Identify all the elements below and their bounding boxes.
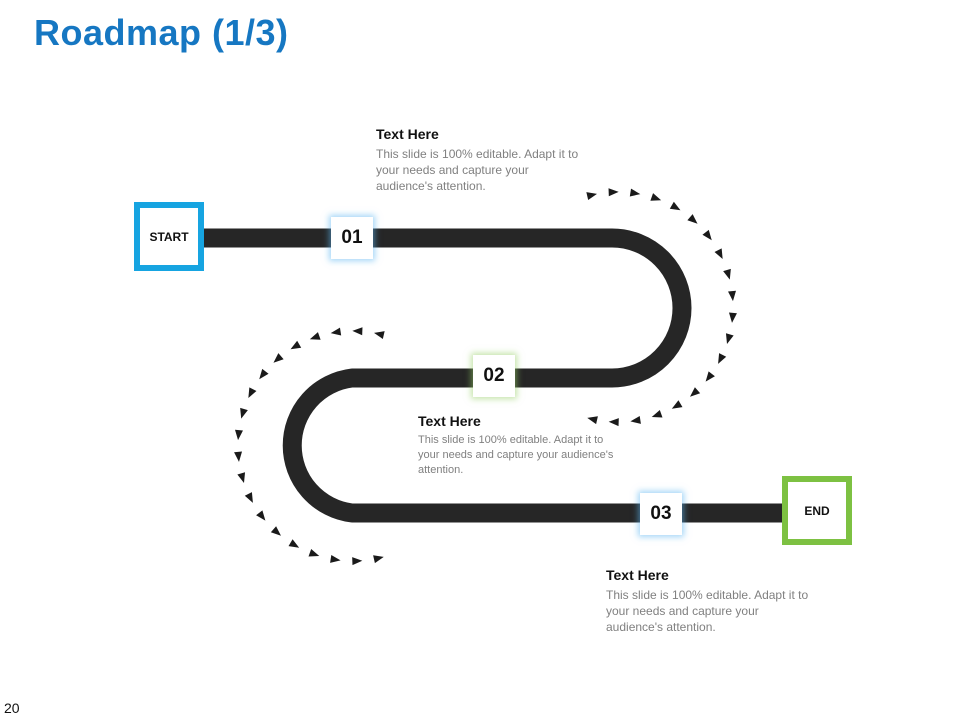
direction-arrow-icon bbox=[687, 214, 698, 224]
page-number: 20 bbox=[4, 700, 20, 716]
direction-arrow-icon bbox=[259, 368, 269, 380]
milestone-heading: Text Here bbox=[606, 567, 669, 583]
arrow-ring-left bbox=[234, 327, 385, 566]
arrow-ring-right bbox=[586, 188, 737, 427]
direction-arrow-icon bbox=[587, 416, 598, 425]
direction-arrow-icon bbox=[248, 387, 257, 399]
direction-arrow-icon bbox=[330, 327, 342, 336]
milestone-body: This slide is 100% editable. Adapt it to… bbox=[418, 434, 614, 476]
direction-arrow-icon bbox=[235, 429, 243, 441]
direction-arrow-icon bbox=[608, 188, 619, 197]
milestone-body: This slide is 100% editable. Adapt it to… bbox=[376, 147, 579, 193]
direction-arrow-icon bbox=[629, 188, 641, 197]
milestone-number: 02 bbox=[483, 365, 505, 386]
direction-arrow-icon bbox=[330, 554, 341, 563]
start-marker: START bbox=[134, 202, 204, 271]
milestone-body: This slide is 100% editable. Adapt it to… bbox=[606, 588, 809, 634]
direction-arrow-icon bbox=[671, 400, 683, 409]
direction-arrow-icon bbox=[309, 332, 321, 340]
direction-arrow-icon bbox=[714, 248, 723, 260]
milestone-number: 01 bbox=[341, 227, 363, 248]
milestone-01-text: Text Here This slide is 100% editable. A… bbox=[376, 126, 581, 194]
direction-arrow-icon bbox=[586, 192, 598, 200]
direction-arrow-icon bbox=[650, 193, 662, 201]
milestone-heading: Text Here bbox=[418, 413, 481, 429]
direction-arrow-icon bbox=[237, 472, 246, 484]
direction-arrow-icon bbox=[608, 418, 619, 427]
direction-arrow-icon bbox=[728, 312, 737, 323]
direction-arrow-icon bbox=[234, 451, 243, 462]
direction-arrow-icon bbox=[718, 353, 727, 364]
start-label: START bbox=[149, 229, 189, 244]
milestone-02-badge: 02 bbox=[473, 355, 515, 397]
direction-arrow-icon bbox=[669, 201, 681, 211]
direction-arrow-icon bbox=[690, 387, 701, 397]
milestone-heading: Text Here bbox=[376, 126, 439, 142]
milestone-03-text: Text Here This slide is 100% editable. A… bbox=[606, 567, 811, 635]
direction-arrow-icon bbox=[244, 492, 253, 503]
milestone-01-badge: 01 bbox=[331, 217, 373, 259]
direction-arrow-icon bbox=[702, 229, 712, 241]
milestone-02-text: Text Here This slide is 100% editable. A… bbox=[418, 413, 623, 478]
slide-title: Roadmap (1/3) bbox=[34, 12, 289, 53]
direction-arrow-icon bbox=[630, 415, 641, 424]
end-marker: END bbox=[782, 476, 852, 545]
end-label: END bbox=[804, 503, 830, 518]
direction-arrow-icon bbox=[373, 555, 384, 564]
direction-arrow-icon bbox=[705, 371, 715, 382]
direction-arrow-icon bbox=[256, 510, 266, 521]
direction-arrow-icon bbox=[273, 353, 284, 363]
direction-arrow-icon bbox=[290, 340, 302, 350]
direction-arrow-icon bbox=[725, 333, 734, 345]
direction-arrow-icon bbox=[352, 327, 363, 336]
road-path bbox=[200, 228, 790, 523]
milestone-03-badge: 03 bbox=[640, 493, 682, 535]
direction-arrow-icon bbox=[240, 407, 248, 419]
milestone-number: 03 bbox=[650, 503, 672, 524]
direction-arrow-icon bbox=[288, 539, 300, 548]
direction-arrow-icon bbox=[352, 557, 363, 566]
direction-arrow-icon bbox=[308, 548, 320, 557]
direction-arrow-icon bbox=[728, 290, 736, 302]
direction-arrow-icon bbox=[651, 409, 663, 418]
direction-arrow-icon bbox=[373, 331, 385, 339]
direction-arrow-icon bbox=[270, 526, 281, 536]
direction-arrow-icon bbox=[723, 268, 731, 280]
